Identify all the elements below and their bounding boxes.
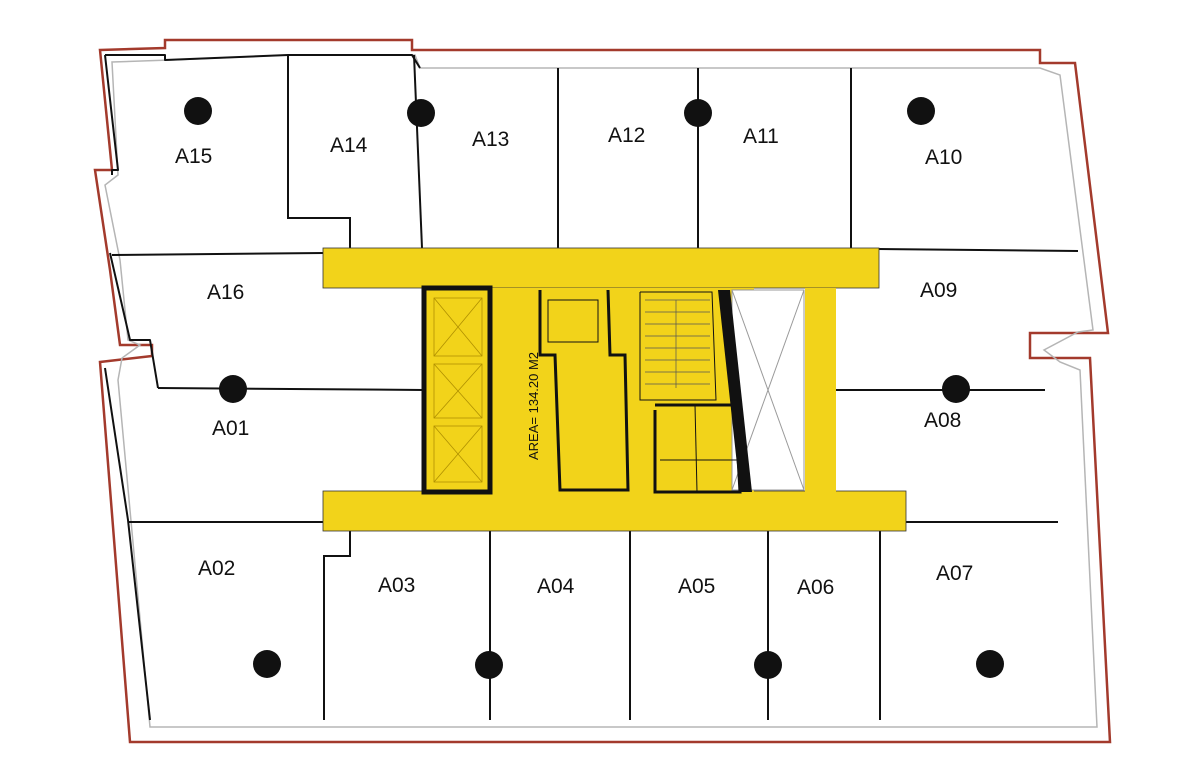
column-icon (475, 651, 503, 679)
wall-a13-a14 (413, 54, 423, 249)
service-core (322, 247, 907, 532)
facade-outline (93, 38, 1112, 744)
core-column-east (805, 288, 836, 492)
unit-label-a09: A09 (920, 279, 957, 302)
lift-car-cross (433, 297, 483, 357)
lift-car (433, 425, 483, 483)
unit-label-a03: A03 (378, 574, 415, 597)
column-icon (407, 99, 435, 127)
lift-cars (433, 297, 483, 483)
unit-label-a07: A07 (936, 562, 973, 585)
toilet-partition (694, 404, 698, 493)
unit-label-a11: A11 (743, 125, 779, 148)
service-shaft-wall (538, 289, 630, 492)
column-icon (754, 651, 782, 679)
unit-label-a16: A16 (207, 281, 244, 304)
unit-label-a15: A15 (175, 145, 212, 168)
column-icon (219, 375, 247, 403)
core-corridor-south (322, 490, 907, 532)
wall-west (109, 252, 159, 389)
unit-label-a08: A08 (924, 409, 961, 432)
unit-label-a06: A06 (797, 576, 834, 599)
unit-label-a04: A04 (537, 575, 575, 598)
core-east-wall (718, 290, 752, 492)
unit-label-a12: A12 (608, 124, 645, 147)
lift-shaft-wall (421, 285, 493, 495)
stair-treads (645, 299, 710, 388)
shaft-box (547, 299, 599, 343)
column-icon (907, 97, 935, 125)
partition-walls (111, 54, 1079, 720)
lift-car-cross (433, 363, 483, 419)
lift-car (433, 363, 483, 419)
wall-a14-a15 (287, 55, 351, 248)
inner-outline (104, 54, 1098, 728)
core-area-label: AREA= 134.20 M2 (526, 352, 541, 460)
unit-label-a14: A14 (330, 134, 368, 157)
lift-car-cross (433, 425, 483, 483)
column-icon (976, 650, 1004, 678)
wall-a09-a10 (877, 248, 1079, 252)
wall-north-west (104, 54, 119, 175)
wall-south-west (104, 367, 151, 721)
structural-columns (184, 97, 1004, 679)
service-rooms (538, 289, 752, 494)
unit-label-a10: A10 (925, 146, 962, 169)
core-corridor-north (322, 247, 880, 289)
stair-outline (639, 291, 717, 401)
unit-label-a01: A01 (212, 417, 249, 440)
unit-label-a05: A05 (678, 575, 715, 598)
unit-label-a13: A13 (472, 128, 509, 151)
lift-car (433, 297, 483, 357)
column-icon (684, 99, 712, 127)
unit-label-a02: A02 (198, 557, 235, 580)
column-icon (184, 97, 212, 125)
column-icon (942, 375, 970, 403)
column-icon (253, 650, 281, 678)
wall-a15-a16 (111, 252, 325, 256)
unit-labels: A15 A14 A13 A12 A11 A10 A16 A09 A01 A08 … (175, 124, 973, 599)
wall-a02-a03 (323, 530, 351, 720)
wall-a16-a01 (157, 387, 425, 391)
core-body (424, 288, 754, 492)
